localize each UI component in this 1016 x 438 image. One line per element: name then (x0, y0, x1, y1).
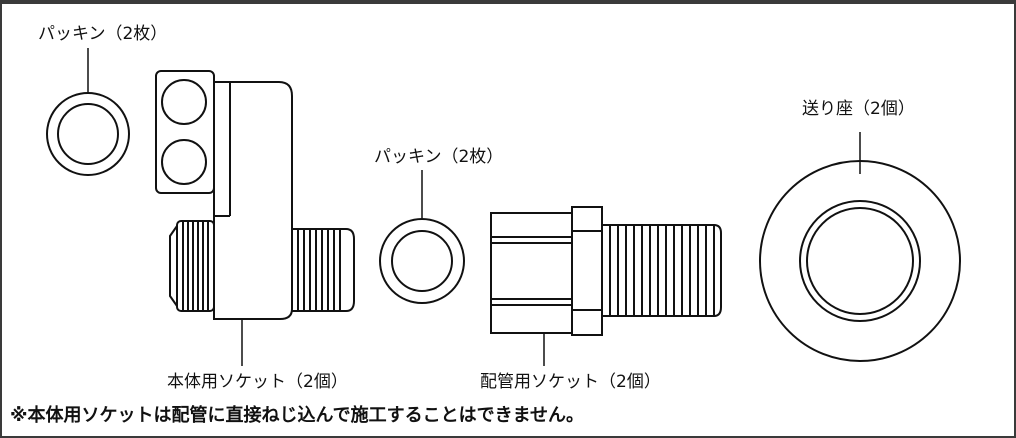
packing-ring-center (379, 170, 465, 304)
label-body-socket: 本体用ソケット（2個） (167, 372, 348, 392)
parts-illustration (46, 48, 961, 366)
pipe-socket (490, 206, 722, 366)
label-seat: 送り座（2個） (802, 99, 915, 119)
seat-ring (759, 132, 961, 362)
caution-note: ※本体用ソケットは配管に直接ねじ込んで施工することはできません。 (10, 405, 585, 426)
body-socket (155, 70, 355, 366)
label-pipe-socket: 配管用ソケット（2個） (480, 372, 661, 392)
label-packing-center: パッキン（2枚） (374, 147, 504, 167)
label-packing-left: パッキン（2枚） (38, 24, 168, 44)
packing-ring-left (46, 48, 130, 176)
